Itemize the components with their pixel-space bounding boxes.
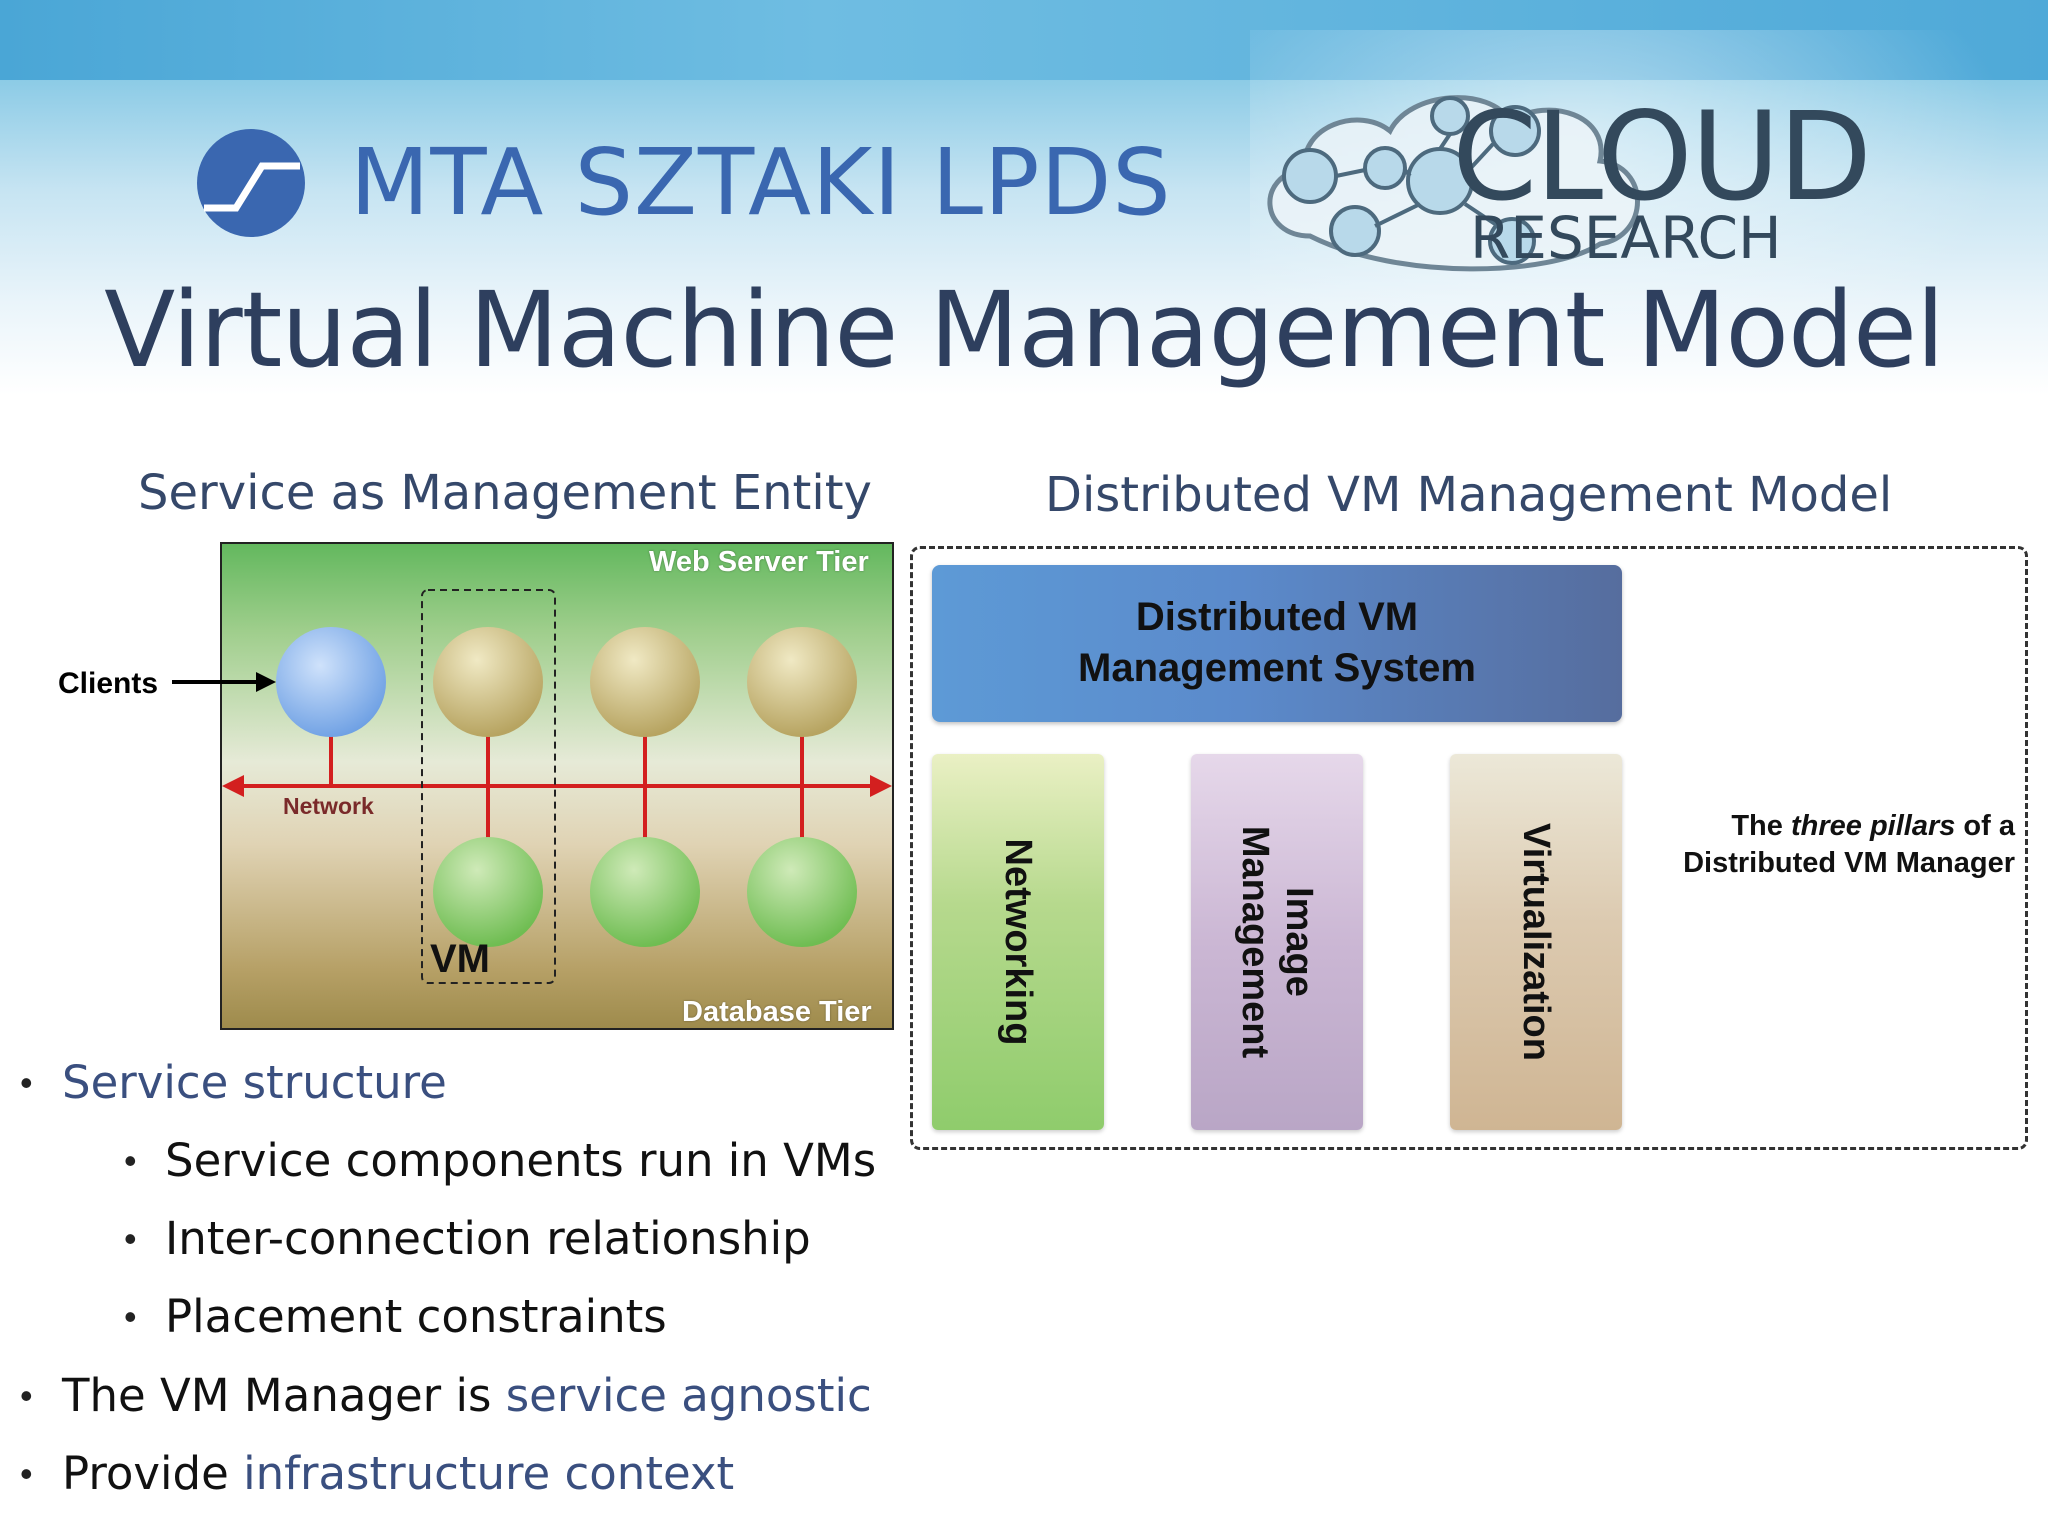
caption-post: of a <box>1955 810 2015 842</box>
service-topology-diagram <box>172 589 892 984</box>
vm-dashed-group <box>421 589 556 984</box>
bullet-service-structure: Service structure <box>62 1056 447 1109</box>
caption-emphasis: three pillars <box>1790 810 1956 842</box>
header-banner <box>0 0 2048 400</box>
web-node <box>590 627 700 737</box>
caption-line2: Distributed VM Manager <box>1683 847 2015 879</box>
network-label: Network <box>283 793 374 819</box>
cloud-logo-subword: RESEARCH <box>1470 204 1782 272</box>
bullet-marker: • <box>20 1453 33 1494</box>
db-node <box>747 837 857 947</box>
bullet-marker: • <box>20 1375 33 1416</box>
cloud-research-logo-icon <box>1267 95 1640 272</box>
network-arrow-right <box>870 775 892 797</box>
web-node <box>747 627 857 737</box>
pillar-virtualization <box>1450 754 1622 1130</box>
bullet-text: Provide <box>62 1447 244 1500</box>
bullet-accent-text: infrastructure context <box>243 1447 735 1500</box>
org-logo-text: MTA SZTAKI LPDS <box>350 129 1172 236</box>
caption-pre: The <box>1731 810 1791 842</box>
sub-bullet-interconnection: Inter-connection relationship <box>165 1212 811 1265</box>
bullet-accent-text: service agnostic <box>505 1369 872 1422</box>
pillar-virtualization-label: Virtualization <box>1515 823 1557 1061</box>
pillars-caption: The three pillars of a Distributed VM Ma… <box>1620 808 2015 882</box>
sub-bullet-components: Service components run in VMs <box>165 1134 877 1187</box>
bullet-marker: • <box>124 1140 137 1181</box>
pillar-networking <box>932 754 1104 1130</box>
bullet-infrastructure-context: Provide infrastructure context <box>62 1446 734 1502</box>
bullet-service-agnostic: The VM Manager is service agnostic <box>62 1368 872 1424</box>
pillar-image-management <box>1191 754 1363 1130</box>
bullet-marker: • <box>124 1218 137 1259</box>
sub-bullet-placement: Placement constraints <box>165 1290 667 1343</box>
bullet-marker: • <box>20 1062 33 1103</box>
dvm-system-box <box>932 565 1622 722</box>
pillar-image-line2: Management <box>1234 825 1276 1059</box>
clients-arrow-head <box>256 672 276 692</box>
dvm-system-line1: Distributed VM <box>1135 595 1419 639</box>
bullet-text: The VM Manager is <box>62 1369 506 1422</box>
right-subtitle: Distributed VM Management Model <box>1045 467 1893 523</box>
db-tier-label: Database Tier <box>682 996 872 1028</box>
pillar-networking-label: Networking <box>997 838 1039 1046</box>
clients-label: Clients <box>58 667 159 700</box>
pillar-image-management-label: Image Management <box>1233 792 1321 1092</box>
dvm-system-line2: Management System <box>1078 646 1476 690</box>
dvm-system-label: Distributed VM Management System <box>932 592 1622 694</box>
network-arrow-left <box>222 775 244 797</box>
web-node <box>433 627 543 737</box>
vm-label: VM <box>430 937 490 981</box>
db-node <box>433 837 543 947</box>
pillar-image-line1: Image <box>1278 887 1320 997</box>
bullet-marker: • <box>124 1296 137 1337</box>
left-subtitle: Service as Management Entity <box>138 465 872 521</box>
page-title: Virtual Machine Management Model <box>104 269 1945 391</box>
distributed-model-frame <box>910 546 2028 1150</box>
sztaki-logo-icon <box>197 129 305 237</box>
cloud-logo-word: CLOUD <box>1452 86 1872 228</box>
client-node <box>276 627 386 737</box>
web-tier-label: Web Server Tier <box>649 546 869 578</box>
db-node <box>590 837 700 947</box>
